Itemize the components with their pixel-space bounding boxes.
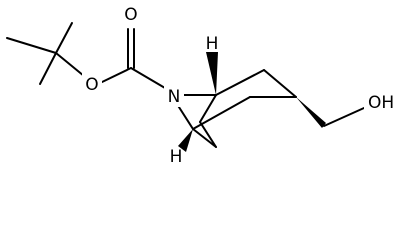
bond-carbonyl-to-nitrogen <box>130 67 166 89</box>
wedge-bond-h-top <box>206 52 218 95</box>
bond-c7-to-c5 <box>192 128 217 148</box>
mask-hydroxyl <box>364 90 398 112</box>
atom-labels: O O N H H OH <box>82 3 398 167</box>
bond-tbu-quaternary-to-oxygen <box>55 52 85 77</box>
hydroxyl-label: OH <box>368 93 394 113</box>
bond-tbu-methyl-left <box>6 37 57 54</box>
bond-c1-to-c6 <box>199 94 217 123</box>
wedge-bond-h-bottom <box>178 129 193 152</box>
bond-c4-to-c5 <box>192 96 251 130</box>
mask-ester-oxygen <box>82 73 102 95</box>
carbonyl-oxygen-label: O <box>124 5 137 25</box>
bond-tbu-methyl-top <box>55 22 73 54</box>
bridgehead-h-bottom-label: H <box>170 147 183 167</box>
ester-oxygen-label: O <box>85 75 98 95</box>
bicyclic-core <box>176 52 297 152</box>
hydroxymethyl-group <box>296 97 365 128</box>
tert-butyl-group <box>6 22 85 85</box>
carbamate-group <box>99 28 166 89</box>
bond-ch2-to-oh <box>323 107 365 127</box>
skeletal-structure-diagram: O O N H H OH <box>6 3 398 167</box>
bond-c6-to-c7 <box>199 121 217 148</box>
bond-tbu-methyl-bottom <box>39 52 57 85</box>
bond-c1-to-c2 <box>215 69 265 96</box>
mask-carbonyl-oxygen <box>121 3 141 25</box>
mask-nitrogen <box>164 85 184 107</box>
bridgehead-h-top-label: H <box>206 34 219 54</box>
nitrogen-label: N <box>168 87 181 107</box>
bond-c2-to-c3 <box>263 69 297 98</box>
bond-ester-oxygen-to-carbonyl <box>99 67 132 84</box>
bond-nitrogen-to-c5 <box>176 103 194 130</box>
hash-wedge-bond <box>296 97 326 128</box>
